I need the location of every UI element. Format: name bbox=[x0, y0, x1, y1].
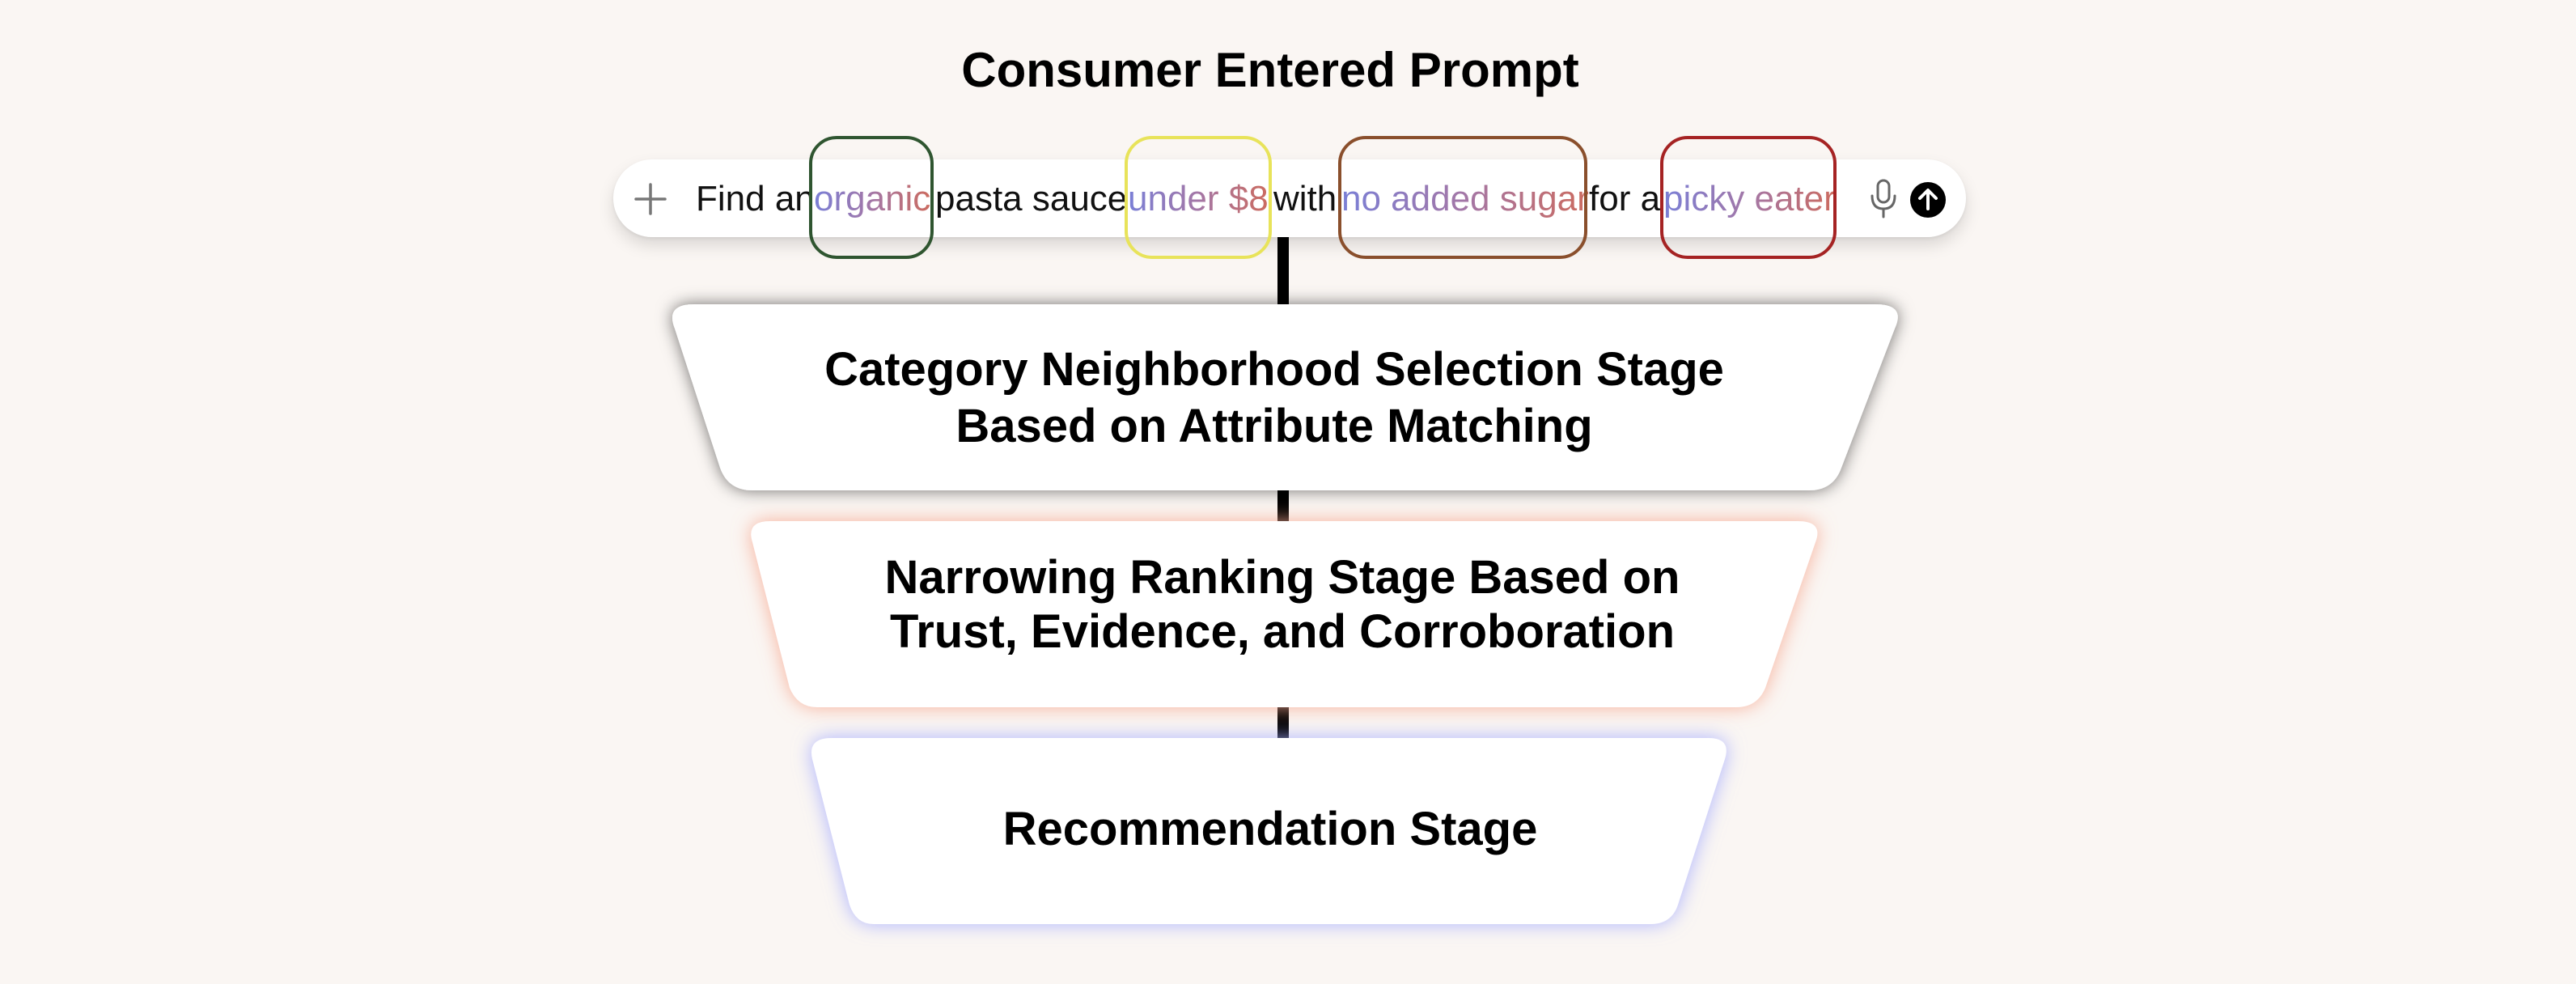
stage-3-line-1: Recommendation Stage bbox=[1002, 803, 1538, 855]
stage-1-line-2: Based on Attribute Matching bbox=[955, 399, 1593, 452]
prompt-attr-no-added-sugar: no added sugar bbox=[1341, 175, 1589, 223]
plus-icon[interactable] bbox=[633, 181, 668, 217]
stage-1-line-1: Category Neighborhood Selection Stage bbox=[824, 343, 1724, 396]
stage-1-label: Category Neighborhood Selection Stage Ba… bbox=[712, 341, 1837, 454]
highlight-under-8 bbox=[1125, 136, 1272, 259]
highlight-organic bbox=[809, 136, 934, 259]
connector-line-2 bbox=[1277, 486, 1289, 526]
microphone-icon[interactable] bbox=[1867, 178, 1900, 220]
prompt-input-bar[interactable] bbox=[613, 159, 1966, 237]
send-arrow-icon[interactable] bbox=[1909, 181, 1947, 218]
prompt-attr-picky-eater: picky eater bbox=[1663, 175, 1836, 223]
stage-3-label: Recommendation Stage bbox=[833, 801, 1707, 858]
diagram-title: Consumer Entered Prompt bbox=[961, 43, 1579, 97]
stage-2-label: Narrowing Ranking Stage Based on Trust, … bbox=[777, 550, 1788, 660]
prompt-attr-organic: organic bbox=[814, 175, 930, 223]
connector-line-1 bbox=[1277, 233, 1289, 314]
stage-2-line-1: Narrowing Ranking Stage Based on bbox=[884, 551, 1680, 604]
stage-3-shape bbox=[811, 738, 1727, 924]
prompt-text-pasta-sauce: pasta sauce bbox=[935, 179, 1128, 218]
prompt-text-with: with bbox=[1273, 179, 1337, 218]
prompt-text-find-an: Find an bbox=[696, 179, 815, 218]
prompt-text-for-a: for a bbox=[1589, 179, 1661, 218]
connector-line-3 bbox=[1277, 701, 1289, 741]
highlight-no-added-sugar bbox=[1338, 136, 1587, 259]
stage-1-shape bbox=[672, 304, 1898, 490]
prompt-attr-under-8: under $8 bbox=[1128, 175, 1269, 223]
stage-2-shape bbox=[751, 521, 1818, 707]
stage-2-line-2: Trust, Evidence, and Corroboration bbox=[889, 605, 1676, 659]
highlight-picky-eater bbox=[1660, 136, 1837, 259]
